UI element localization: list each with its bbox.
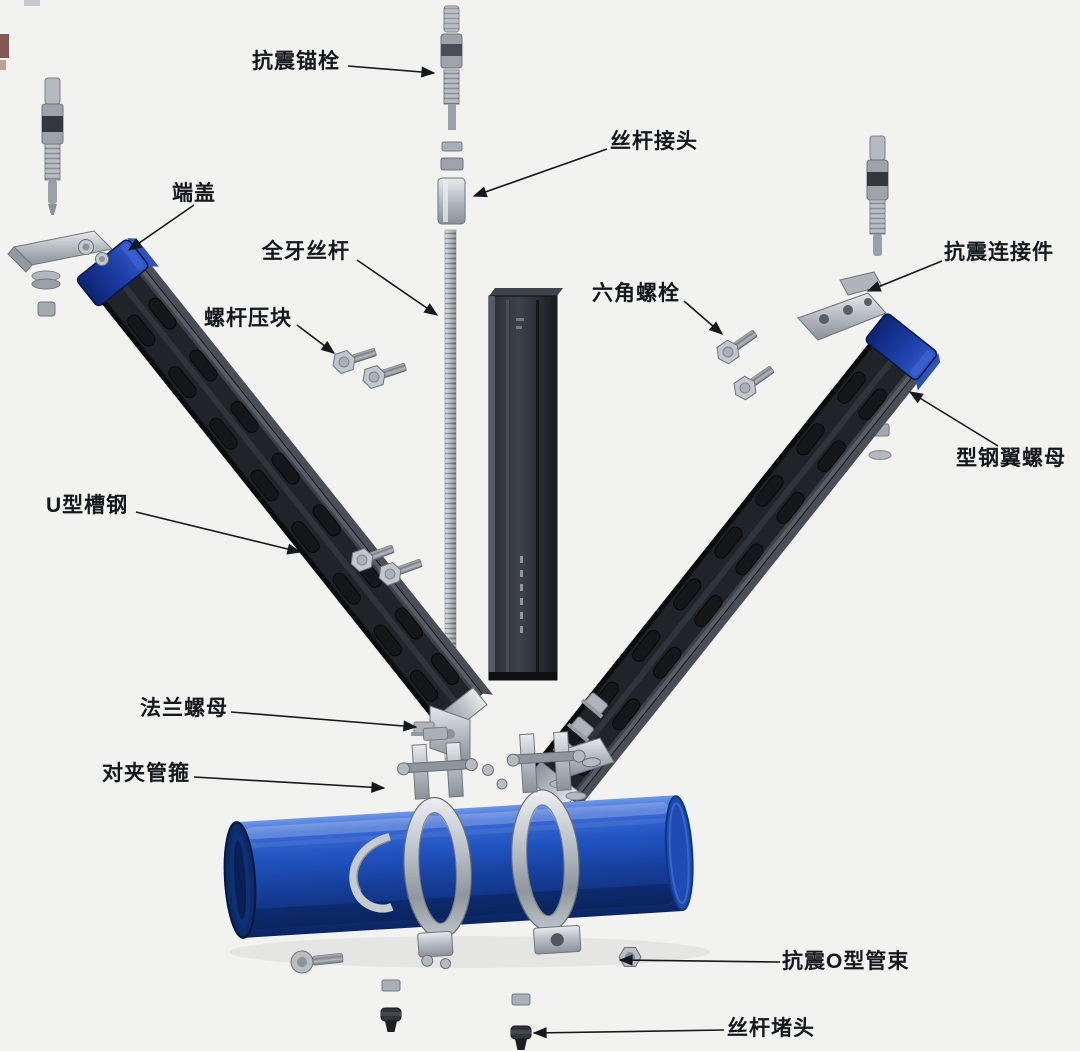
rod-clamp-block-bolts <box>329 341 409 391</box>
leader-flange-nut <box>230 711 418 732</box>
leader-seismic-anchor-bolt <box>347 65 436 78</box>
leader-full-thread-rod <box>356 259 439 316</box>
pipe-shadow <box>230 936 710 968</box>
pipe-assembly <box>223 726 694 970</box>
leader-seismic-o-clamp <box>618 954 781 966</box>
label-seismic-anchor-bolt: 抗震锚栓 <box>252 50 340 73</box>
label-hex-bolt: 六角螺栓 <box>592 282 680 305</box>
leader-hex-bolt <box>683 300 724 335</box>
label-pipe-clamp: 对夹管箍 <box>102 762 190 785</box>
leader-rod-clamp-block <box>296 324 336 354</box>
u-channel-strut-right <box>526 313 941 818</box>
leader-u-channel-steel <box>135 511 302 555</box>
bottom-hardware <box>290 947 642 1050</box>
label-channel-wing-nut: 型钢翼螺母 <box>956 447 1066 470</box>
leader-rod-plug <box>532 1027 725 1039</box>
label-end-cap: 端盖 <box>172 182 216 205</box>
anchor-bolt-assembly <box>437 5 466 225</box>
leader-seismic-connector <box>866 260 943 292</box>
leader-rod-coupler <box>472 148 608 198</box>
left-anchor-bolt <box>31 77 64 317</box>
label-seismic-connector: 抗震连接件 <box>944 241 1054 264</box>
label-seismic-o-clamp: 抗震O型管束 <box>782 950 910 973</box>
label-u-channel-steel: U型槽钢 <box>46 494 129 517</box>
rod-plug-left <box>380 1007 402 1032</box>
hex-nut <box>618 947 642 967</box>
vertical-channel <box>488 288 563 681</box>
leader-channel-wing-nut <box>908 391 999 447</box>
seismic-o-pipe-clamp <box>506 731 601 955</box>
label-full-thread-rod: 全牙丝杆 <box>262 240 350 263</box>
leader-end-cap <box>127 204 195 251</box>
leader-pipe-clamp <box>193 776 386 793</box>
scan-artifacts <box>0 0 40 70</box>
end-bracket-left <box>7 230 114 273</box>
socket-bolt <box>290 950 344 974</box>
rod-plug-right <box>510 1025 532 1050</box>
hex-bolts <box>712 324 779 404</box>
label-rod-plug: 丝杆堵头 <box>727 1017 815 1040</box>
label-flange-nut: 法兰螺母 <box>140 697 228 720</box>
right-anchor-bolt <box>866 135 892 460</box>
leader-lines <box>127 65 999 1039</box>
label-rod-clamp-block: 螺杆压块 <box>204 307 292 330</box>
pair-pipe-clamp <box>349 726 478 970</box>
label-rod-coupler: 丝杆接头 <box>610 130 698 153</box>
